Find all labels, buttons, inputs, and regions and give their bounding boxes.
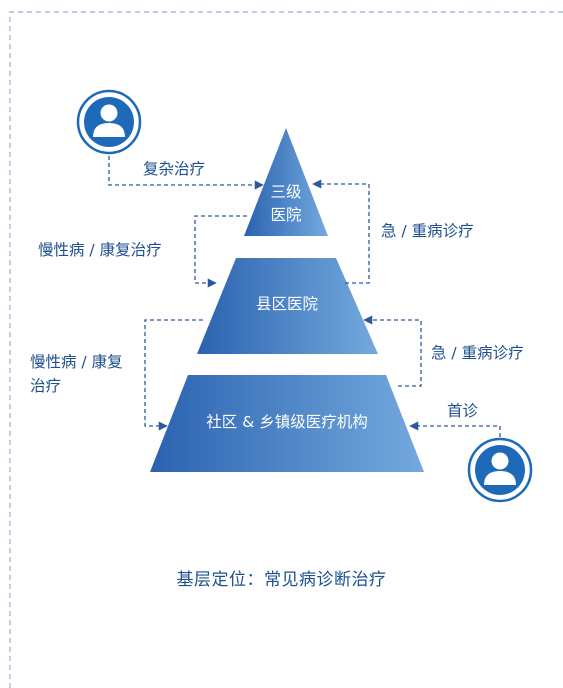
tier-middle-label: 县区医院 — [255, 295, 318, 313]
label-emergency-middle: 急 / 重病诊疗 — [431, 344, 524, 362]
patient-avatar-bottom-icon — [467, 437, 533, 503]
arrow-emergency-middle — [363, 315, 422, 387]
arrow-chronic-rehab-bottom — [144, 319, 203, 431]
arrow-chronic-rehab-top — [194, 215, 247, 288]
label-first-visit: 首诊 — [447, 402, 479, 420]
arrow-emergency-top — [312, 179, 370, 284]
arrow-first-visit — [409, 421, 501, 437]
patient-avatar-top-icon — [76, 89, 142, 155]
label-chronic-rehab-bottom-line1: 慢性病 / 康复 — [30, 353, 123, 371]
arrow-complex-treatment — [108, 156, 264, 190]
label-emergency-top: 急 / 重病诊疗 — [381, 222, 474, 240]
tier-bottom-label: 社区 & 乡镇级医疗机构 — [206, 413, 368, 431]
label-chronic-rehab-bottom-line2: 治疗 — [30, 377, 62, 395]
label-chronic-rehab-bottom: 慢性病 / 康复 治疗 — [30, 350, 123, 398]
tier-top-shape — [244, 128, 328, 236]
label-complex-treatment: 复杂治疗 — [143, 160, 206, 178]
tier-top-label: 三级 医院 — [256, 181, 316, 227]
tier-top-label-line2: 医院 — [270, 206, 302, 224]
tier-top-label-line1: 三级 — [270, 183, 302, 201]
tier-bottom-shape — [150, 375, 424, 472]
label-chronic-rehab-top: 慢性病 / 康复治疗 — [38, 241, 162, 259]
tier-middle-shape — [197, 258, 378, 354]
diagram-caption: 基层定位：常见病诊断治疗 — [176, 570, 387, 590]
frame-border — [9, 11, 563, 688]
